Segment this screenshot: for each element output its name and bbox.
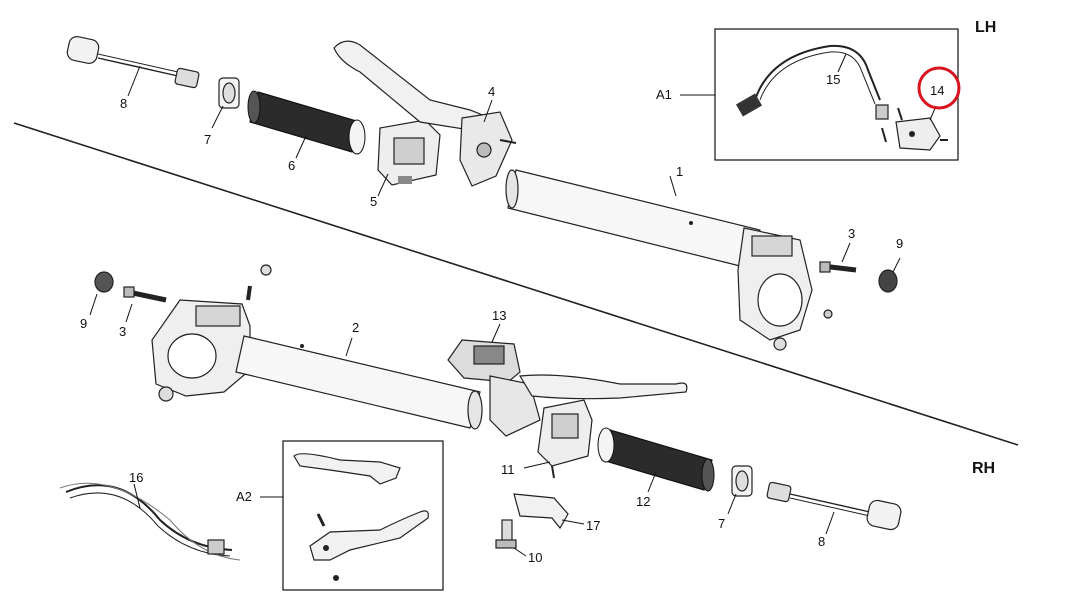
bar-end-weight-rh (766, 481, 902, 531)
callout-13: 13 (492, 308, 506, 323)
rh-label: RH (972, 460, 995, 477)
handlebar-tube-rh (151, 299, 483, 430)
assembly-a2-label: A2 (236, 489, 252, 504)
bolt-10 (495, 519, 517, 549)
wiring-harness-16 (59, 482, 241, 561)
callout-16: 16 (129, 470, 143, 485)
clutch-lever-lh (333, 40, 517, 187)
grip-rh (597, 427, 715, 492)
callout-9-lh: 9 (896, 236, 903, 251)
bolt-rh (123, 286, 167, 303)
lh-rh-divider (13, 122, 1019, 446)
switch-housing-rh (537, 399, 593, 479)
bracket-17 (513, 493, 569, 530)
callout-12: 12 (636, 494, 650, 509)
wiring-harness-15 (735, 44, 889, 120)
callout-11: 11 (501, 462, 515, 477)
callout-3-lh: 3 (848, 226, 855, 241)
callout-2: 2 (352, 320, 359, 335)
callout-3-rh: 3 (119, 324, 126, 339)
assembly-a1-label: A1 (656, 87, 672, 102)
clutch-switch-14 (881, 107, 948, 151)
assembly-a2-box (282, 440, 444, 591)
callout-7-lh: 7 (204, 132, 211, 147)
callout-6-lh: 6 (288, 158, 295, 173)
callout-1: 1 (676, 164, 683, 179)
brake-levers-a2 (293, 453, 429, 581)
plug-rh (94, 271, 114, 293)
callout-7-rh: 7 (718, 516, 725, 531)
highlight-circle-14 (917, 66, 961, 110)
collar-rh (731, 465, 753, 497)
bar-end-weight-lh (66, 36, 200, 89)
lh-label: LH (975, 19, 996, 36)
callout-8-rh: 8 (818, 534, 825, 549)
callout-17: 17 (586, 518, 600, 533)
handlebar-tube-lh (505, 169, 813, 351)
master-cylinder-13 (447, 339, 688, 437)
callout-4-lh: 4 (488, 84, 495, 99)
callout-9-rh: 9 (80, 316, 87, 331)
switch-housing-lh (377, 119, 441, 186)
plug-lh (878, 269, 898, 293)
clamp-screw-lh (823, 309, 833, 319)
bolt-lh (819, 261, 857, 273)
callout-10: 10 (528, 550, 542, 565)
clamp-screw-rh (246, 264, 272, 301)
callout-15: 15 (826, 72, 840, 87)
collar-lh (218, 77, 240, 109)
callout-14: 14 (930, 83, 944, 98)
grip-lh (247, 90, 366, 155)
callout-5-lh: 5 (370, 194, 377, 209)
callout-8-lh: 8 (120, 96, 127, 111)
